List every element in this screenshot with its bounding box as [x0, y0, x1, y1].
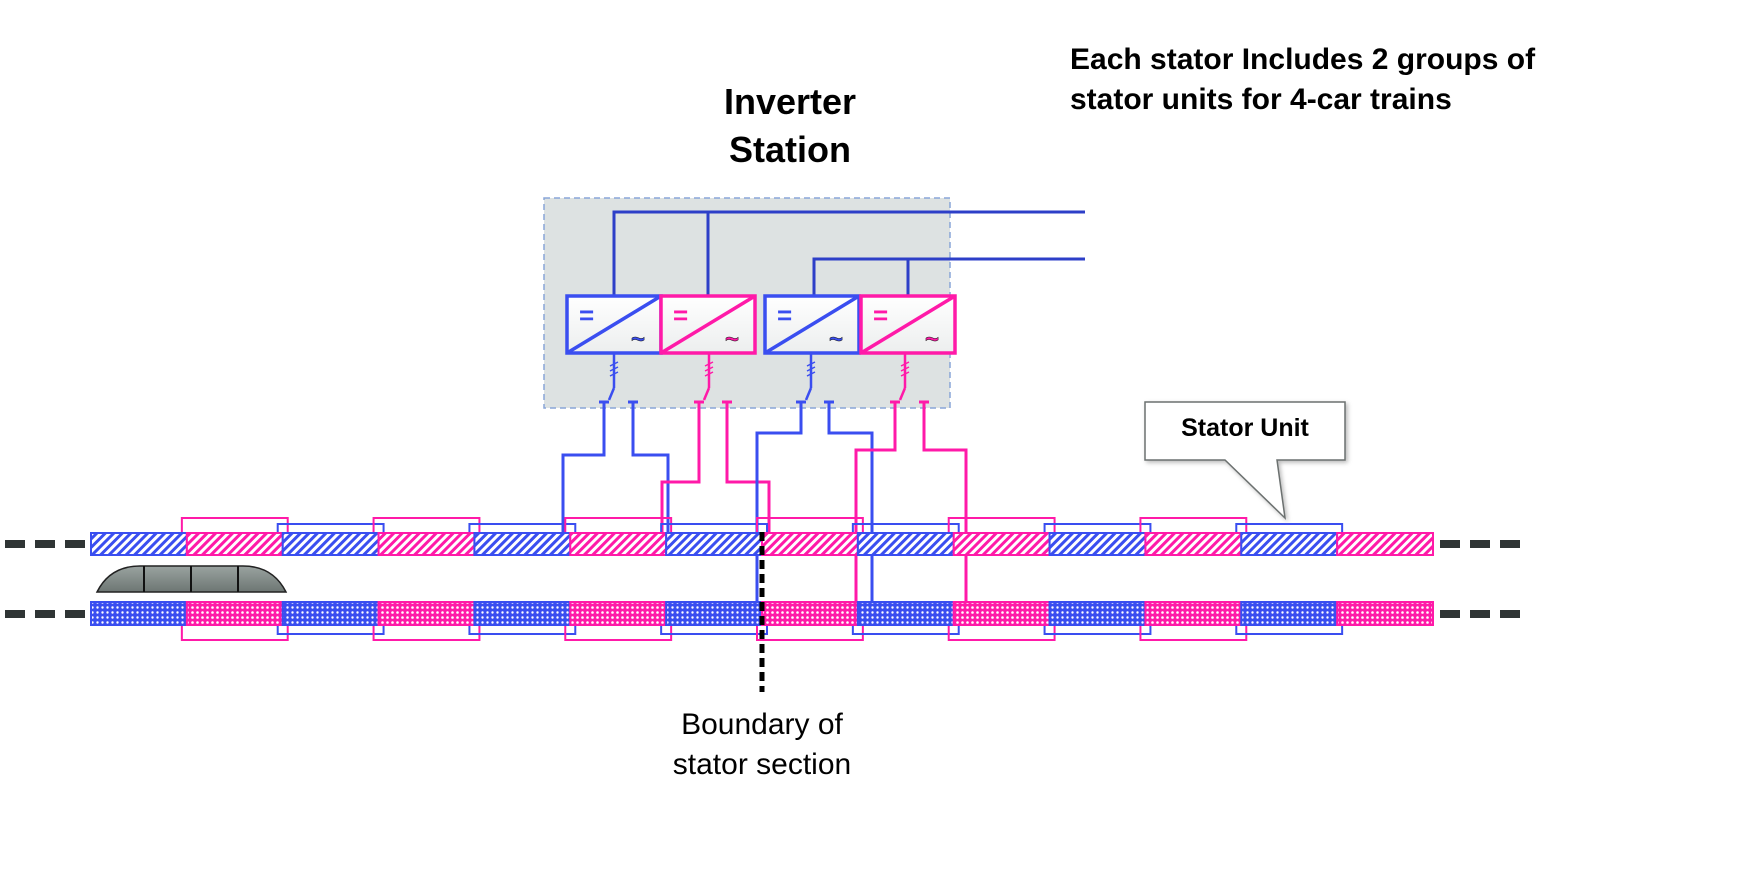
inverter-unit: =~: [763, 294, 861, 404]
stator-unit-segment: [281, 532, 380, 556]
stator-unit-segment: [569, 532, 668, 556]
dc-symbol: =: [873, 300, 888, 330]
stator-unit-segment: [1144, 601, 1243, 626]
stator-unit-segment: [1336, 532, 1434, 556]
train: [95, 565, 288, 593]
unit-connector: [180, 517, 289, 533]
feeder-pink-2: [725, 402, 771, 533]
stator-unit-segment: [761, 532, 859, 556]
inverter-station-title: Inverter Station: [690, 78, 890, 174]
unit-connector: [947, 517, 1056, 533]
unit-connector: [660, 523, 768, 533]
lower-track: [90, 601, 1434, 641]
title-line-2: Station: [729, 129, 851, 170]
stator-unit-segment: [473, 532, 572, 556]
stator-unit-segment: [952, 532, 1051, 556]
feeder-pink-4: [922, 402, 968, 602]
ac-symbol: ~: [829, 326, 843, 353]
boundary-line-2: stator section: [672, 748, 852, 781]
unit-connector: [1235, 523, 1344, 533]
inverter-unit: =~: [659, 294, 757, 404]
unit-connector: [660, 625, 768, 635]
stator-note: Each stator Includes 2 groups of stator …: [1070, 40, 1690, 120]
stator-unit-segment: [1048, 532, 1147, 556]
unit-connector: [468, 625, 577, 635]
feeder-blue-4: [827, 402, 874, 602]
unit-connector: [851, 625, 960, 635]
stator-unit-segment: [1240, 532, 1339, 556]
stator-unit-segment: [473, 601, 572, 626]
unit-connector: [564, 625, 673, 641]
stator-unit-segment: [1336, 601, 1434, 626]
unit-connector: [372, 517, 481, 533]
switch-icon: [898, 387, 907, 401]
ac-symbol: ~: [631, 326, 645, 353]
boundary-label: Boundary of stator section: [612, 705, 912, 785]
stator-unit-segment: [952, 601, 1051, 626]
feeder-pink-3: [854, 402, 897, 602]
dc-symbol: =: [777, 300, 792, 330]
upper-track: [90, 517, 1434, 556]
stator-unit-segment: [569, 601, 668, 626]
dc-symbol: =: [673, 300, 688, 330]
unit-connector: [1139, 625, 1248, 641]
unit-connector: [564, 517, 673, 533]
stator-unit-segment: [856, 532, 955, 556]
stator-unit-segment: [665, 601, 764, 626]
feeder-blue-3: [755, 402, 803, 602]
feeder-pink-1: [660, 402, 701, 533]
unit-connector: [1043, 523, 1152, 533]
stator-unit-segment: [665, 532, 764, 556]
stator-unit-segment: [90, 601, 188, 626]
stator-unit-segment: [1240, 601, 1339, 626]
stator-unit-segment: [1048, 601, 1147, 626]
switch-icon: [607, 387, 616, 401]
stator-unit-segment: [377, 601, 476, 626]
feeder-blue-1: [561, 402, 606, 533]
unit-connector: [276, 523, 385, 533]
stator-unit-segment: [281, 601, 380, 626]
dc-symbol: =: [579, 300, 594, 330]
stator-unit-segment: [1144, 532, 1243, 556]
unit-connector: [851, 523, 960, 533]
stator-unit-label: Stator Unit: [1181, 414, 1309, 442]
switch-icon: [702, 387, 711, 401]
switch-icon: [804, 387, 813, 401]
stator-unit-segment: [185, 601, 284, 626]
unit-connector: [756, 625, 864, 641]
stator-unit-segment: [761, 601, 859, 626]
unit-connector: [1043, 625, 1152, 635]
stator-unit-segment: [185, 532, 284, 556]
unit-connector: [756, 517, 864, 533]
unit-connector: [372, 625, 481, 641]
boundary-line-1: Boundary of: [681, 708, 843, 741]
ac-symbol: ~: [925, 326, 939, 353]
unit-connector: [947, 625, 1056, 641]
unit-connector: [180, 625, 289, 641]
unit-connector: [276, 625, 385, 635]
unit-connector: [1139, 517, 1248, 533]
dc-bus-2: [812, 257, 1085, 296]
unit-connector: [1235, 625, 1344, 635]
stator-unit-segment: [377, 532, 476, 556]
unit-connector: [468, 523, 577, 533]
title-line-1: Inverter: [723, 81, 857, 122]
stator-unit-segment: [90, 532, 188, 556]
inverter-unit: =~: [859, 294, 957, 404]
stator-unit-callout: [1144, 401, 1346, 521]
feeder-blue-2: [631, 402, 670, 533]
ac-symbol: ~: [725, 326, 739, 353]
note-line-2: stator units for 4-car trains: [1070, 83, 1452, 116]
rail-continuation: [5, 540, 1520, 618]
note-line-1: Each stator Includes 2 groups of: [1070, 43, 1536, 76]
feeder-cables: [561, 402, 968, 602]
stator-unit-segment: [856, 601, 955, 626]
dc-bus-1: [612, 210, 1085, 296]
